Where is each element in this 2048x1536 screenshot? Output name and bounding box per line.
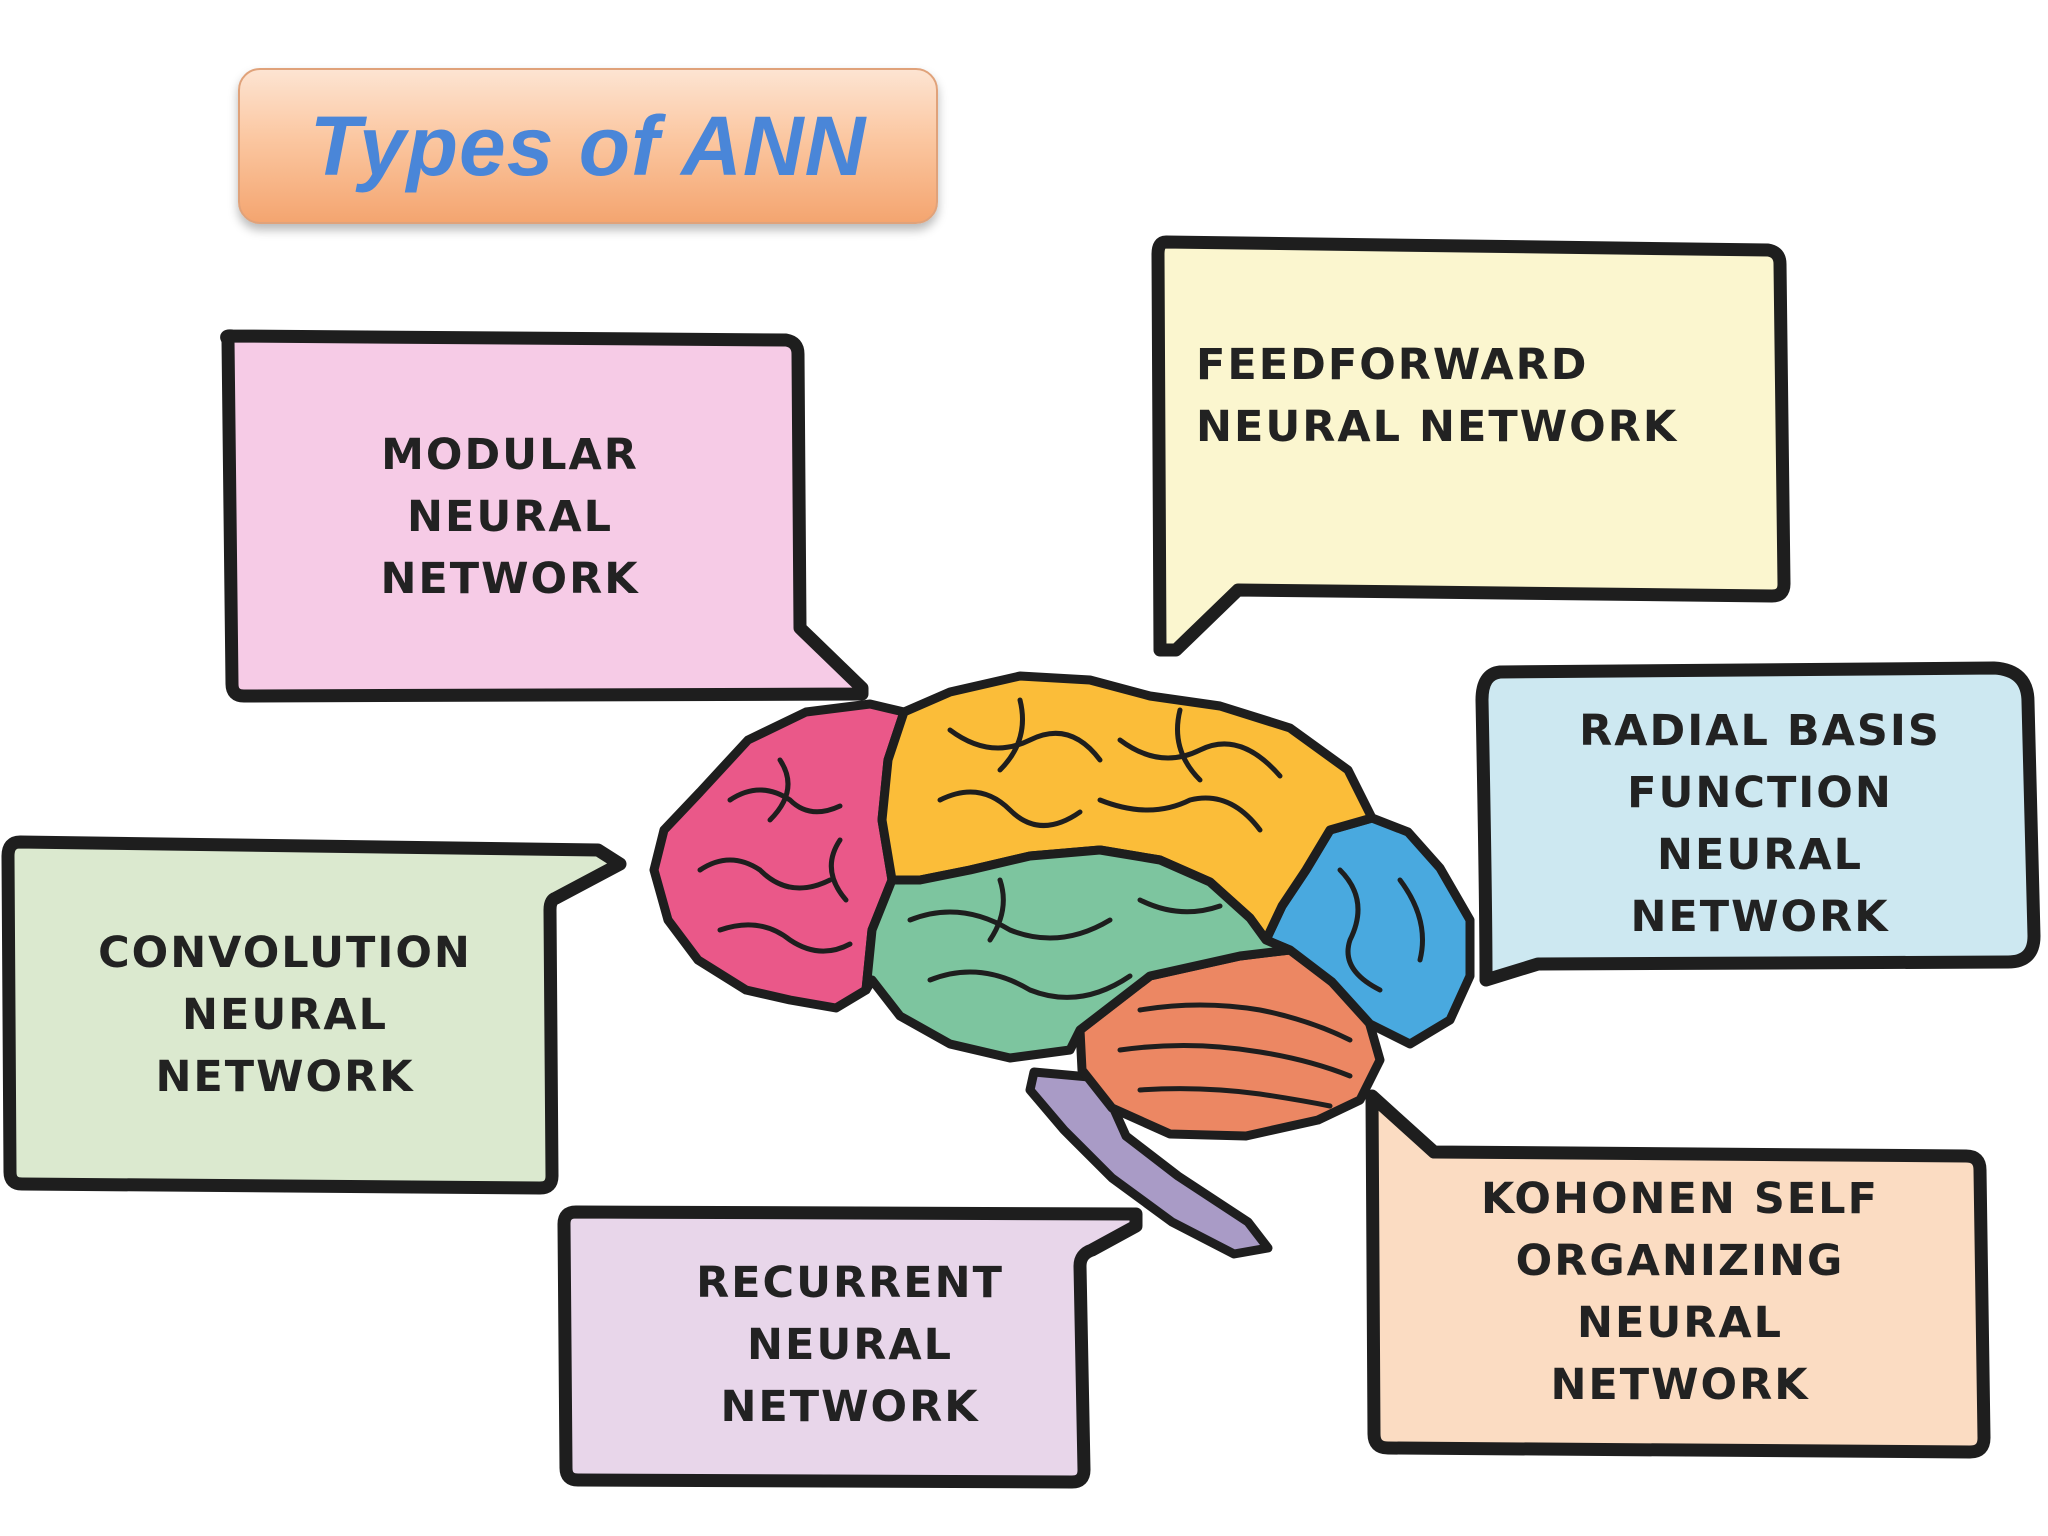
label-line: NEURAL NETWORK	[1196, 402, 1679, 452]
bubble-convolution	[1, 835, 627, 1195]
label-recurrent: RECURRENT NEURAL NETWORK	[620, 1252, 1080, 1438]
label-line: NETWORK	[380, 554, 640, 604]
label-line: NEURAL	[1656, 830, 1864, 880]
label-line: RECURRENT	[696, 1258, 1004, 1308]
label-kohonen: KOHONEN SELF ORGANIZING NEURAL NETWORK	[1410, 1168, 1950, 1416]
label-line: FUNCTION	[1627, 768, 1893, 818]
label-line: NETWORK	[1550, 1360, 1810, 1410]
label-line: NEURAL	[1576, 1298, 1784, 1348]
label-line: KOHONEN SELF	[1481, 1174, 1879, 1224]
label-line: CONVOLUTION	[98, 928, 472, 978]
bubble-recurrent	[557, 1205, 1143, 1489]
label-feedforward: FEEDFORWARD NEURAL NETWORK	[1196, 334, 1756, 458]
label-line: NETWORK	[1630, 892, 1890, 942]
title-box: Types of ANN	[238, 68, 938, 224]
label-line: NEURAL	[181, 990, 389, 1040]
brain-stem	[1025, 1067, 1273, 1259]
bubble-modular	[220, 329, 869, 703]
label-line: MODULAR	[381, 430, 639, 480]
label-line: ORGANIZING	[1515, 1236, 1845, 1286]
bubble-kohonen	[1365, 1089, 1991, 1459]
bubble-radial	[1475, 661, 2041, 987]
label-line: NETWORK	[155, 1052, 415, 1102]
label-line: NETWORK	[720, 1382, 980, 1432]
brain-temporal-lobe	[861, 845, 1295, 1063]
bubble-feedforward	[1151, 235, 1791, 657]
label-line: FEEDFORWARD	[1196, 340, 1589, 390]
label-convolution: CONVOLUTION NEURAL NETWORK	[40, 922, 530, 1108]
brain-folds	[697, 697, 1425, 1109]
label-modular: MODULAR NEURAL NETWORK	[330, 424, 690, 610]
label-line: NEURAL	[746, 1320, 954, 1370]
label-radial: RADIAL BASIS FUNCTION NEURAL NETWORK	[1510, 700, 2010, 948]
label-line: NEURAL	[406, 492, 614, 542]
label-line: RADIAL BASIS	[1579, 706, 1941, 756]
page-title: Types of ANN	[309, 98, 867, 193]
